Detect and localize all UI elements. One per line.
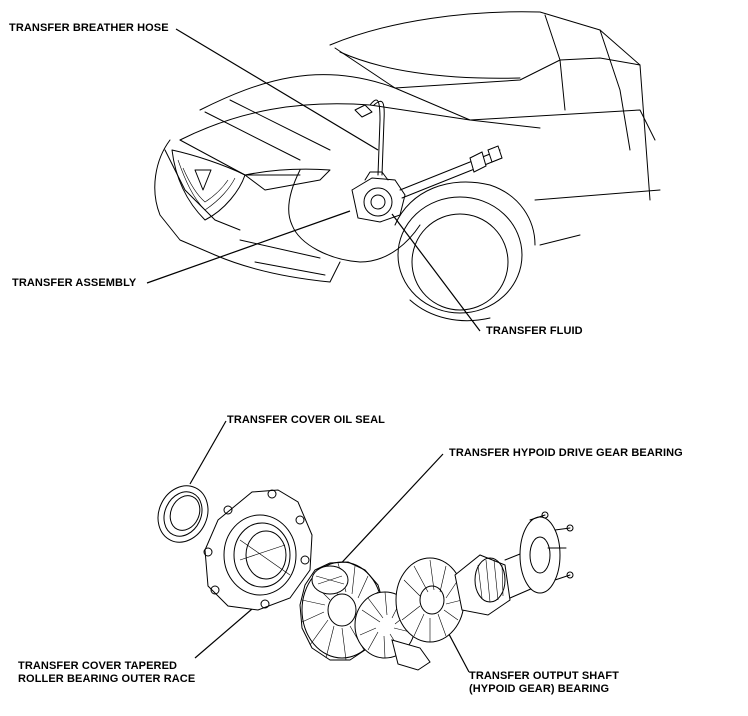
oil-seal	[157, 485, 209, 543]
label-cover-tapered-line2: ROLLER BEARING OUTER RACE	[18, 673, 196, 685]
car-illustration	[154, 11, 661, 322]
label-transfer-assembly: TRANSFER ASSEMBLY	[12, 277, 137, 289]
label-transfer-fluid: TRANSFER FLUID	[486, 325, 583, 337]
label-output-shaft-line2: (HYPOID GEAR) BEARING	[469, 683, 610, 695]
parts-illustration	[157, 485, 574, 671]
label-transfer-cover-oil-seal: TRANSFER COVER OIL SEAL	[227, 414, 385, 426]
label-hypoid-drive-gear-bearing: TRANSFER HYPOID DRIVE GEAR BEARING	[449, 447, 683, 459]
label-cover-tapered-line1: TRANSFER COVER TAPERED	[18, 660, 178, 672]
label-transfer-breather-hose: TRANSFER BREATHER HOSE	[9, 22, 169, 34]
label-output-shaft-line1: TRANSFER OUTPUT SHAFT	[469, 670, 619, 682]
hypoid-gear	[395, 511, 574, 643]
transfer-cover	[203, 489, 313, 611]
